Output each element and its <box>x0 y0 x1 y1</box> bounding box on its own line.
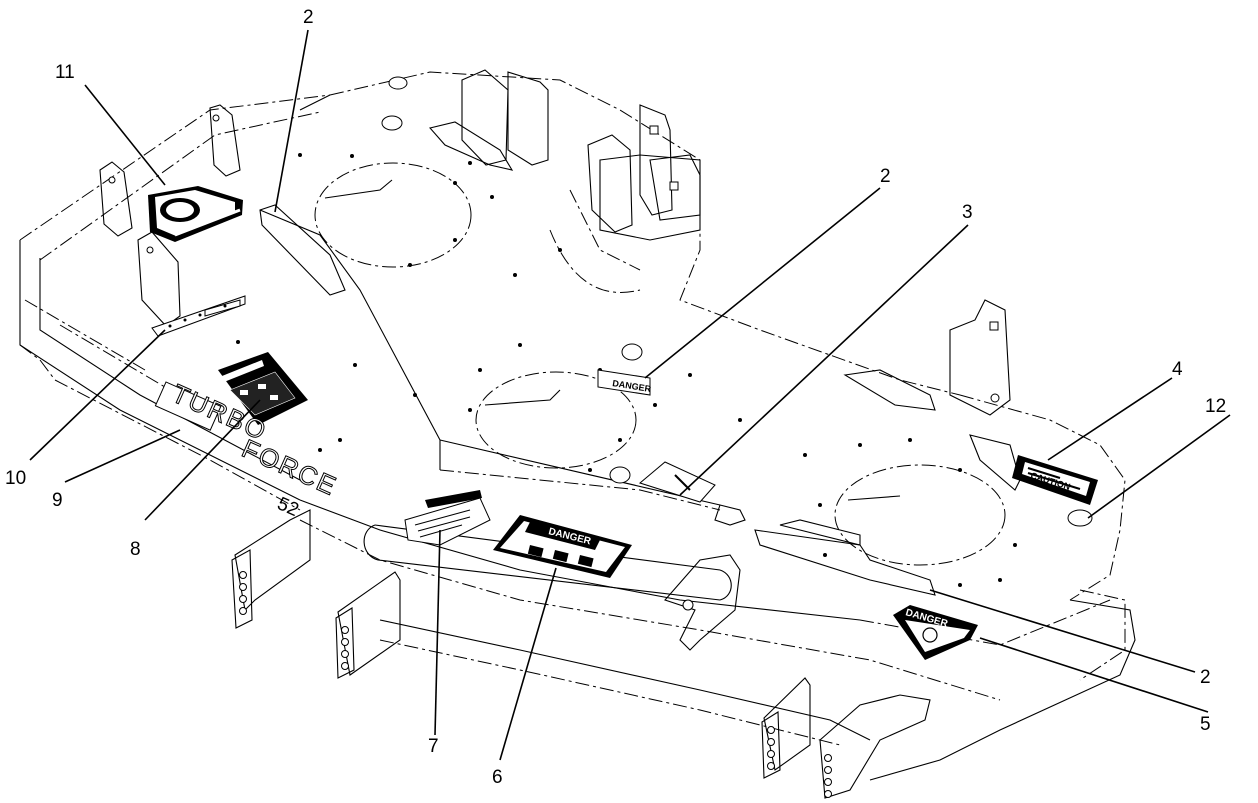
decal-3-plate <box>638 461 716 503</box>
callout-4: 4 <box>1172 359 1183 380</box>
callout-labels: 2 11 2 3 4 12 10 9 8 7 6 2 5 <box>5 7 1226 788</box>
leader-lines <box>29 29 1231 761</box>
callout-7: 7 <box>428 736 439 757</box>
decal-small-danger: DANGER <box>597 369 652 396</box>
callout-6: 6 <box>492 767 503 788</box>
decal-5-danger-shield: DANGER <box>893 605 978 660</box>
mower-deck <box>19 69 1136 799</box>
front-hitch-arm-right-1 <box>761 677 811 779</box>
callout-9: 9 <box>52 490 63 511</box>
decal-4-caution: CAUTION <box>1012 455 1098 505</box>
decal-8-safety-instructions <box>218 352 308 425</box>
callout-12: 12 <box>1205 396 1226 417</box>
callout-5: 5 <box>1200 714 1211 735</box>
decal-7-roller-warning <box>404 490 491 546</box>
front-hitch-arm-left <box>231 509 311 629</box>
callout-3: 3 <box>962 202 973 223</box>
callout-8: 8 <box>130 539 141 560</box>
callout-2-right: 2 <box>880 166 891 187</box>
deck-fastener-holes <box>236 153 1017 587</box>
callout-2-bottom: 2 <box>1200 667 1211 688</box>
callout-10: 10 <box>5 468 26 489</box>
callout-11: 11 <box>55 62 75 83</box>
decal-6-danger: DANGER <box>493 515 632 578</box>
front-hitch-arm-right-2 <box>819 694 931 799</box>
front-hitch-arm-center <box>335 571 401 679</box>
decal-10-height-strip <box>151 295 246 337</box>
callout-2-top: 2 <box>303 7 314 28</box>
decal-11-triangle <box>148 186 243 242</box>
brand-word-force: FORCE <box>238 433 342 501</box>
